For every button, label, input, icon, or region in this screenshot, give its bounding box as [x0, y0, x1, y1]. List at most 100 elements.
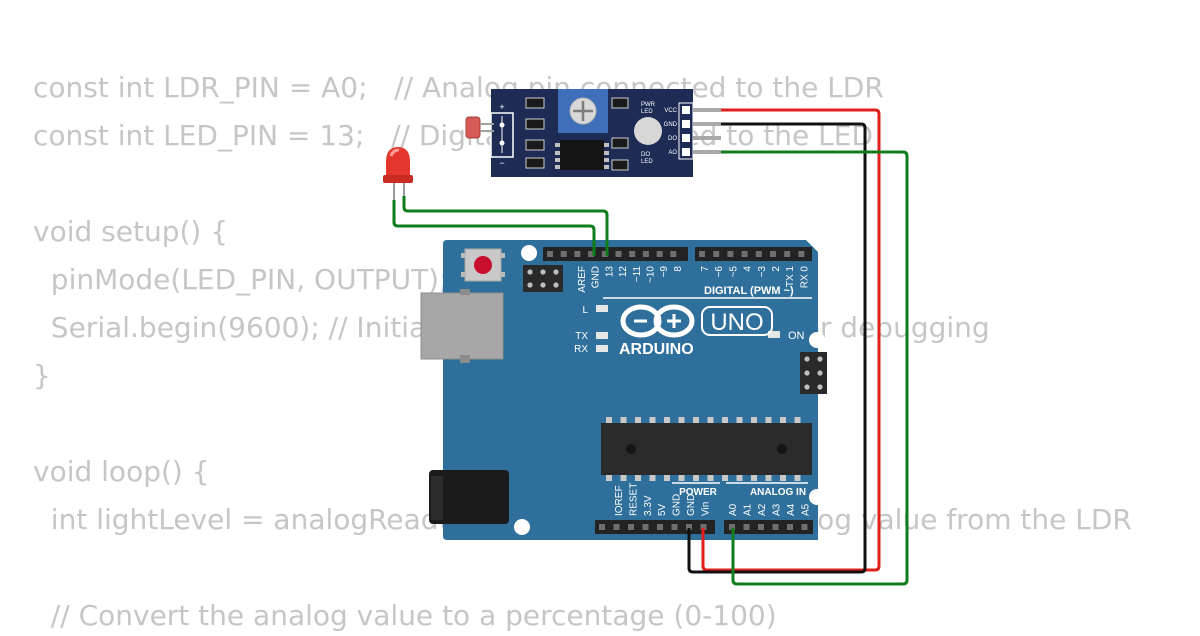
header-pin-hole[interactable]: [560, 251, 567, 257]
header-pin-hole[interactable]: [743, 524, 750, 530]
header-pin-hole[interactable]: [629, 251, 636, 257]
smd-resistor: [525, 97, 629, 171]
pin-label: 2: [771, 266, 782, 272]
dc-power-jack: [429, 470, 509, 524]
analog-header[interactable]: [724, 520, 813, 534]
svg-text:LED: LED: [641, 109, 653, 115]
header-pin-hole[interactable]: [741, 251, 748, 257]
header-pin-hole[interactable]: [642, 251, 649, 257]
onboard-led-rx: RX: [574, 344, 608, 355]
wire-led-to-gnd[interactable]: [402, 196, 609, 256]
do-led-label: DO LED: [641, 152, 653, 165]
microcontroller-chip: [601, 417, 812, 481]
arduino-infinity-logo-icon: [620, 304, 695, 338]
pin-label-vcc: VCC: [664, 108, 677, 114]
header-pin-hole[interactable]: [588, 251, 595, 257]
header-pin-hole[interactable]: [613, 524, 620, 530]
header-pin-hole[interactable]: [770, 251, 776, 257]
pin-label: 3.3V: [643, 495, 654, 516]
pin-label-ao: AO: [668, 150, 677, 156]
header-pin-hole[interactable]: [729, 524, 735, 530]
icsp-header: [800, 352, 827, 394]
svg-text:UNO: UNO: [710, 309, 763, 336]
header-pin-hole[interactable]: [574, 251, 581, 257]
wire-gnd-to-gnd[interactable]: [687, 122, 867, 574]
pin-label: A1: [743, 503, 754, 516]
pin-label: 5V: [657, 503, 668, 516]
mounting-hole: [521, 245, 537, 261]
pin-label: A3: [772, 503, 783, 516]
header-pin-hole[interactable]: [713, 251, 720, 257]
header-pin-hole[interactable]: [686, 524, 692, 530]
power-header[interactable]: [595, 520, 715, 534]
pin-label: 13: [604, 266, 615, 278]
pin-label: GND: [686, 494, 697, 516]
red-led[interactable]: [383, 147, 413, 200]
wire-led-to-pin13[interactable]: [392, 200, 596, 256]
header-pin-hole[interactable]: [601, 251, 608, 257]
header-pin-hole[interactable]: [642, 524, 649, 530]
code-line: void loop() {: [33, 455, 210, 488]
onboard-led-l: L: [582, 305, 608, 316]
pin-label: A2: [757, 503, 768, 516]
comparator-chip: [555, 140, 609, 170]
header-pin-hole[interactable]: [547, 251, 553, 257]
header-pin-hole[interactable]: [628, 524, 634, 530]
model-badge: UNO: [701, 306, 773, 336]
header-pin-hole[interactable]: [670, 251, 677, 257]
header-pin-hole[interactable]: [599, 524, 605, 530]
header-pin-hole[interactable]: [772, 524, 779, 530]
wire-ao-to-a0[interactable]: [721, 150, 909, 586]
digital-header[interactable]: [543, 247, 812, 261]
pin-label: ~5: [728, 266, 739, 278]
wire-vcc-to-5v[interactable]: [701, 108, 881, 572]
pin-label: ~9: [659, 266, 670, 278]
ldr-terminal: + −: [490, 102, 514, 168]
power-indicator-led: [634, 117, 662, 145]
code-line: }: [33, 359, 51, 392]
header-pin-hole[interactable]: [798, 251, 805, 257]
pin-label: A5: [801, 503, 812, 516]
header-pin-hole[interactable]: [656, 251, 663, 257]
header-pin-hole[interactable]: [615, 251, 622, 257]
header-pin-hole[interactable]: [657, 524, 663, 530]
analog-header-label: ANALOG IN: [750, 487, 806, 498]
svg-text:PWR: PWR: [641, 102, 656, 108]
pin-label: 12: [618, 266, 629, 278]
ldr-sensor-module[interactable]: + −: [465, 89, 721, 177]
potentiometer-knob[interactable]: [558, 89, 608, 133]
digital-header-label: DIGITAL (PWM ~): [704, 285, 794, 297]
header-pin-hole[interactable]: [784, 251, 791, 257]
header-pin-hole[interactable]: [671, 524, 678, 530]
pin-label: GND: [672, 494, 683, 516]
pin-label: IOREF: [614, 485, 625, 516]
header-pin-hole[interactable]: [758, 524, 764, 530]
sensor-pin-header[interactable]: VCC GND DO AO: [664, 102, 694, 160]
header-pin-hole[interactable]: [699, 251, 705, 257]
code-line: // Convert the analog value to a percent…: [33, 599, 777, 632]
header-pin-hole[interactable]: [727, 251, 734, 257]
pin-label: GND: [591, 266, 602, 288]
reset-button[interactable]: [461, 248, 505, 282]
mounting-hole: [809, 489, 825, 505]
pin-label: 8: [673, 266, 684, 272]
code-line: pinMode(LED_PIN, OUTPUT);: [33, 263, 449, 296]
header-pin-hole[interactable]: [801, 524, 808, 530]
pin-label: ~10: [646, 266, 657, 283]
power-led-label: PWR LED: [641, 102, 656, 115]
header-pin-hole[interactable]: [755, 251, 762, 257]
svg-text:LED: LED: [641, 159, 653, 165]
pin-label: ~11: [632, 266, 643, 283]
header-pin-hole[interactable]: [787, 524, 793, 530]
pin-label: A0: [728, 503, 739, 516]
svg-text:L: L: [582, 305, 588, 316]
mounting-hole: [514, 519, 530, 535]
header-pin-hole[interactable]: [700, 524, 707, 530]
pin-label: TX 1: [785, 266, 796, 288]
pin-label: AREF: [577, 266, 588, 293]
power-header-label: POWER: [679, 487, 718, 498]
